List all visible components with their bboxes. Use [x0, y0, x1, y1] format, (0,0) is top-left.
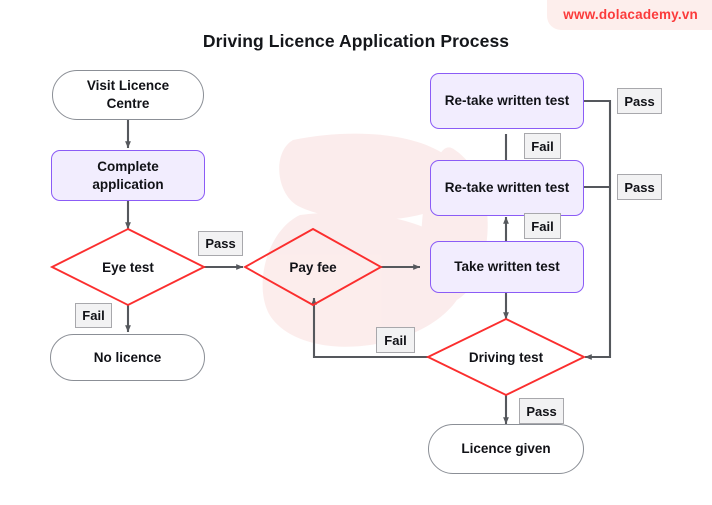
edge-label-driving-fail: Fail — [376, 327, 415, 353]
eye-test-diamond — [49, 227, 207, 307]
edge-label-retake-pass-2: Pass — [617, 174, 662, 200]
edge-retake1-pass-trunk — [584, 99, 612, 360]
node-take-written-test[interactable]: Take written test — [430, 241, 584, 293]
edge-label-written-fail-1: Fail — [524, 133, 561, 159]
driving-test-diamond — [425, 317, 587, 397]
edge-label-eye-fail: Fail — [75, 303, 112, 328]
node-no-licence[interactable]: No licence — [50, 334, 205, 381]
node-visit-licence-centre[interactable]: Visit Licence Centre — [52, 70, 204, 120]
node-retake-written-test-1[interactable]: Re-take written test — [430, 73, 584, 129]
edge-label-retake-pass-1: Pass — [617, 88, 662, 114]
edge-label-eye-pass: Pass — [198, 231, 243, 256]
page-title: Driving Licence Application Process — [202, 31, 510, 51]
watermark-badge: www.dolacademy.vn — [547, 0, 712, 30]
node-retake-written-test-2[interactable]: Re-take written test — [430, 160, 584, 216]
edge-label-written-fail-2: Fail — [524, 213, 561, 239]
edge-drivingtest-fail-to-payfee — [311, 297, 430, 359]
node-licence-given[interactable]: Licence given — [428, 424, 584, 474]
pay-fee-diamond — [243, 227, 383, 307]
node-complete-application[interactable]: Complete application — [51, 150, 205, 201]
edge-label-driving-pass: Pass — [519, 398, 564, 424]
